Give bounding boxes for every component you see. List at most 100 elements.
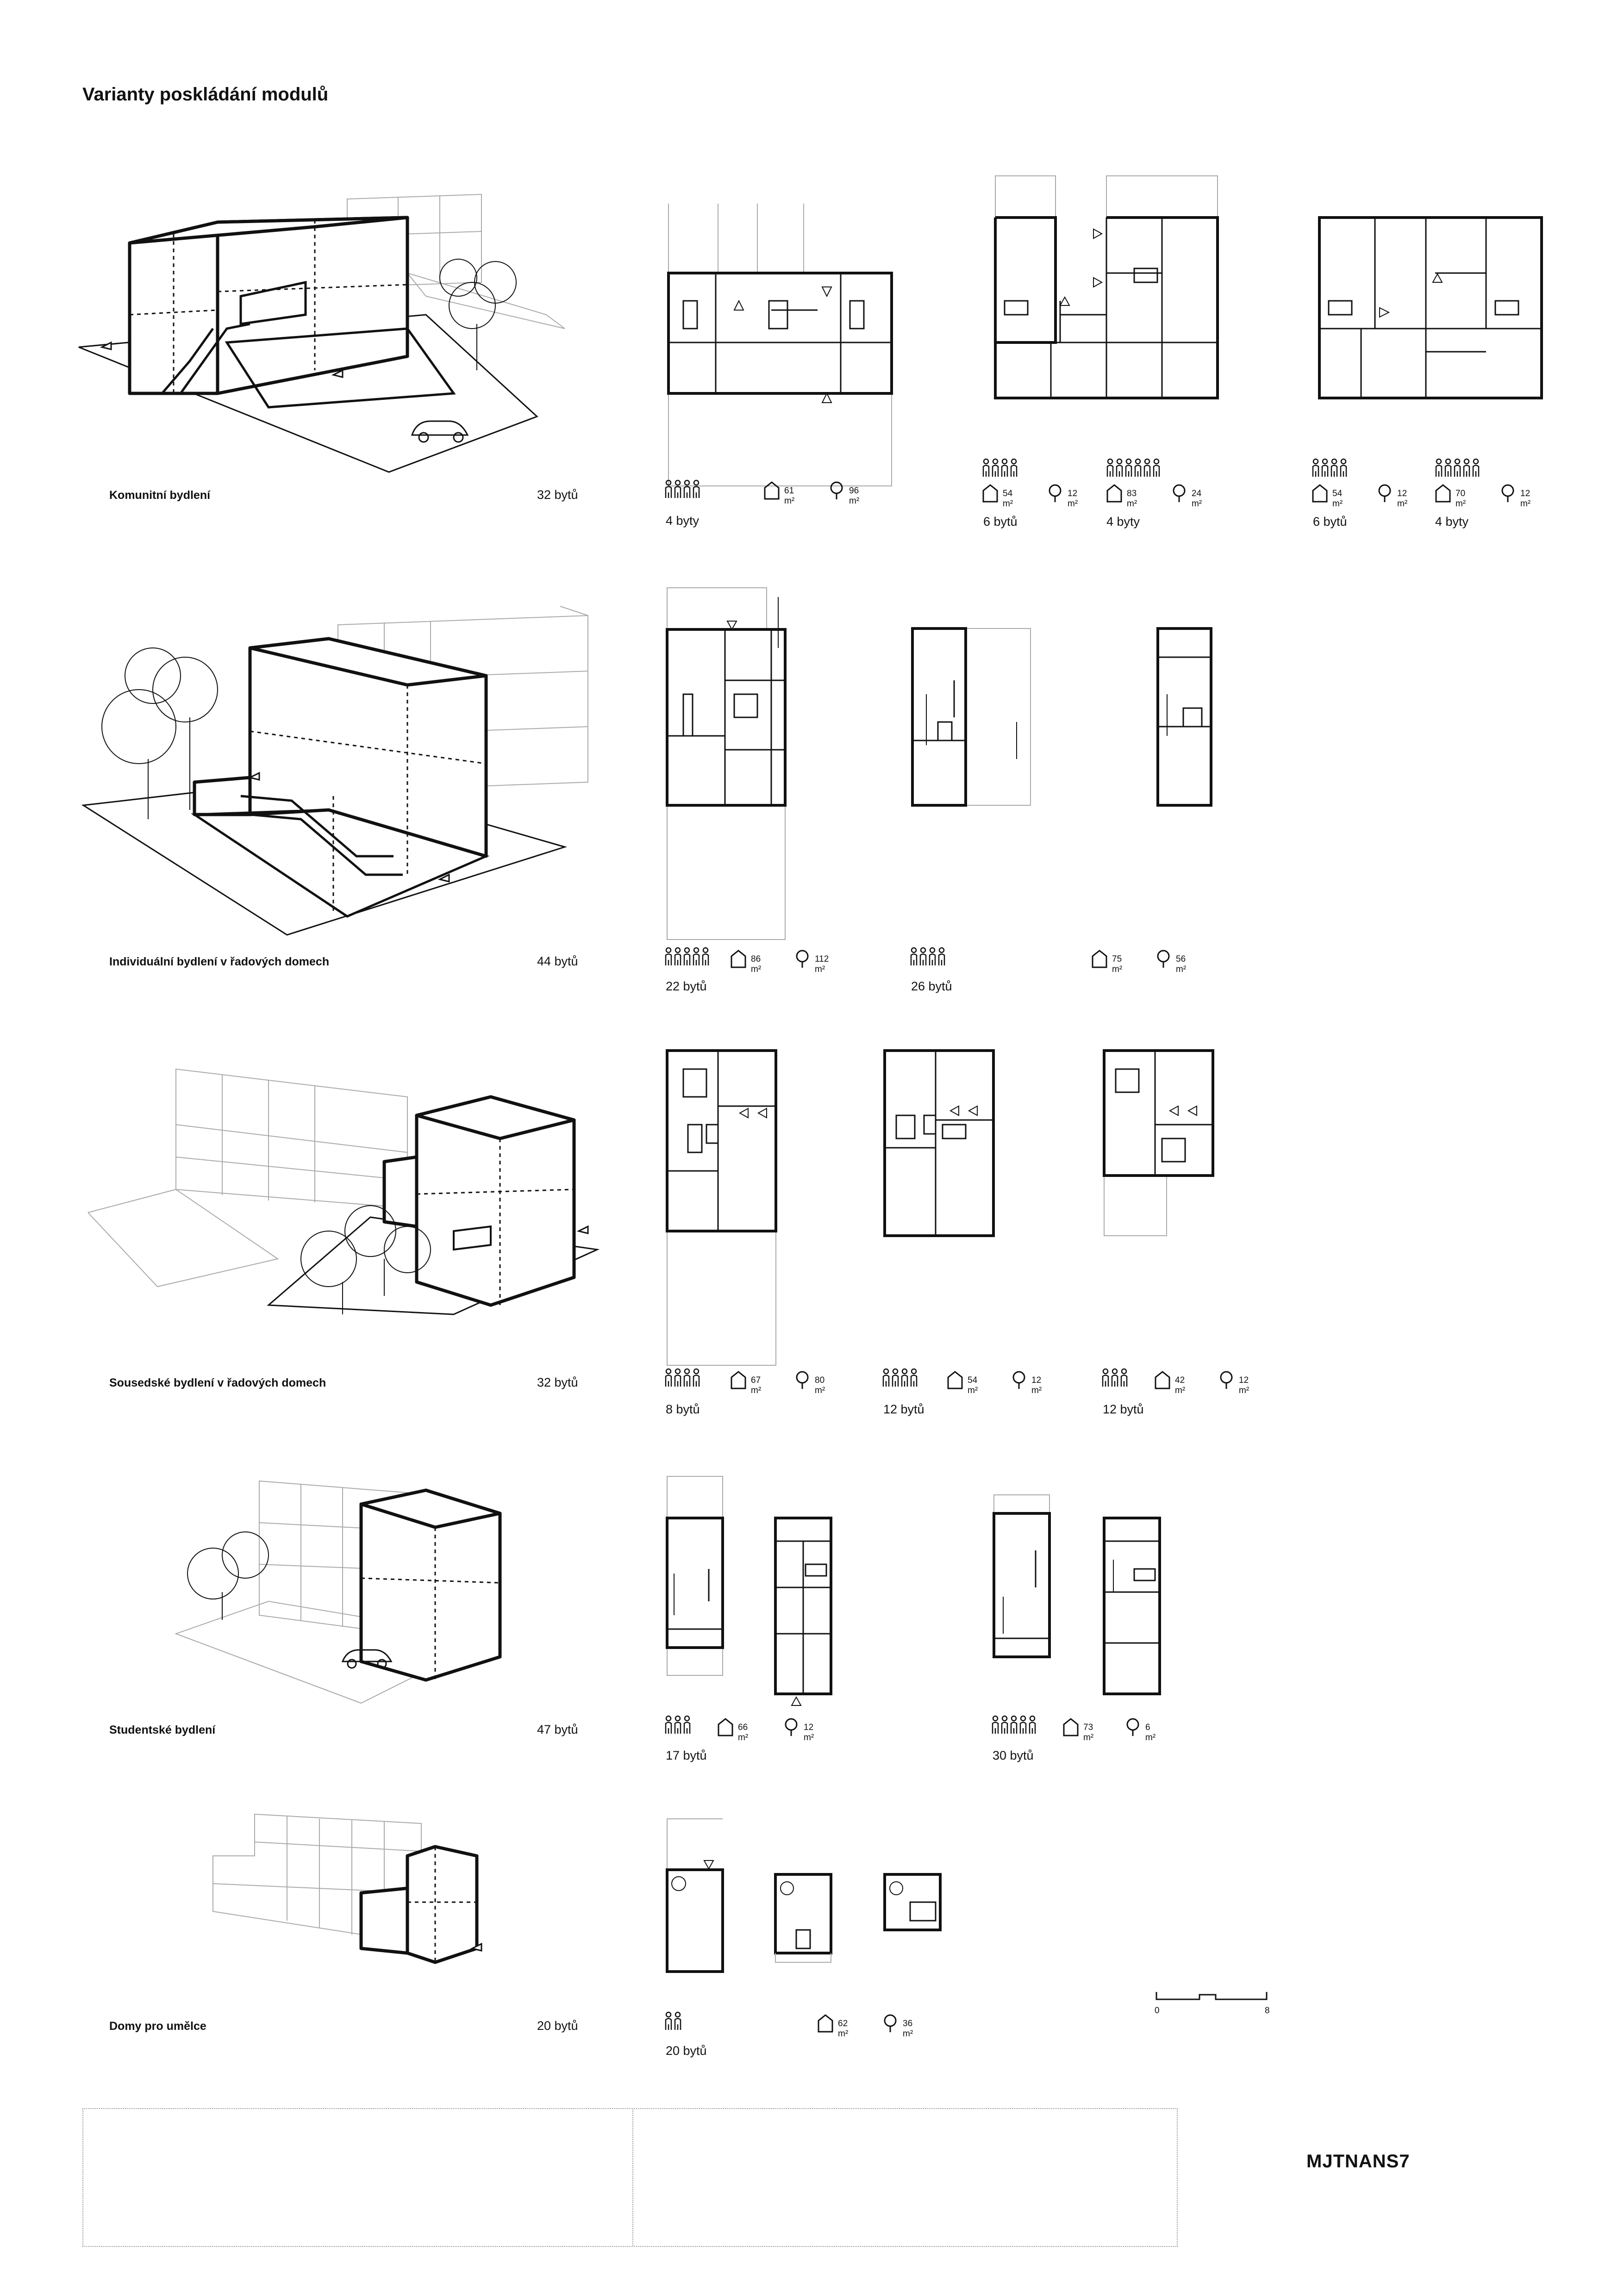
person-icon <box>919 947 927 965</box>
tree-icon <box>1220 1371 1233 1389</box>
house-area: 54 m² <box>1003 489 1013 509</box>
tree-icon <box>1173 484 1186 502</box>
people-icon <box>665 1715 691 1734</box>
row-name: Komunitní bydlení <box>109 489 211 502</box>
person-icon <box>674 1368 681 1387</box>
row-count: 32 bytů <box>537 488 578 502</box>
unit-count: 8 bytů <box>666 1402 700 1416</box>
house-area: 83 m² <box>1127 489 1137 509</box>
tree-icon <box>796 1371 809 1389</box>
page-title: Varianty poskládání modulů <box>82 84 329 105</box>
people-icon <box>910 947 945 965</box>
person-icon <box>1472 458 1480 477</box>
people-icon <box>992 1715 1036 1734</box>
house-area: 86 m² <box>751 954 762 974</box>
axonometric-community-housing <box>78 193 565 473</box>
person-icon <box>1435 458 1443 477</box>
house-icon <box>1092 950 1107 968</box>
person-icon <box>992 458 999 477</box>
person-icon <box>1330 458 1338 477</box>
tree-icon <box>785 1718 798 1736</box>
house-icon <box>982 484 998 503</box>
tree-icon <box>439 259 517 370</box>
person-icon <box>901 1368 908 1387</box>
house-area: 66 m² <box>738 1723 749 1742</box>
house-icon <box>1312 484 1328 503</box>
floor-plan <box>883 1873 942 1931</box>
tree-icon <box>1012 1371 1025 1389</box>
footer-panel <box>632 2108 1178 2247</box>
person-icon <box>1029 1715 1036 1734</box>
person-icon <box>693 947 700 965</box>
people-icon <box>1102 1368 1128 1387</box>
house-area: 54 m² <box>968 1375 978 1395</box>
unit-count: 6 bytů <box>983 515 1018 529</box>
person-icon <box>683 479 691 498</box>
person-icon <box>1111 1368 1118 1387</box>
house-icon <box>731 950 746 968</box>
floor-plan <box>1103 1049 1214 1236</box>
floor-plan <box>883 1049 995 1237</box>
house-icon <box>764 481 780 500</box>
axonometric-row-houses <box>81 606 588 936</box>
axonometric-student-housing <box>175 1480 502 1704</box>
house-icon <box>731 1371 746 1389</box>
person-icon <box>1321 458 1329 477</box>
floor-plan <box>1156 627 1212 807</box>
house-icon <box>1435 484 1451 503</box>
person-icon <box>1001 1715 1008 1734</box>
people-icon <box>665 2011 681 2030</box>
people-icon <box>665 479 700 498</box>
person-icon <box>1102 1368 1109 1387</box>
house-area: 61 m² <box>784 486 795 506</box>
floor-plan <box>667 204 893 486</box>
people-icon <box>665 947 709 965</box>
person-icon <box>1463 458 1470 477</box>
row-count: 44 bytů <box>537 954 578 968</box>
tree-icon <box>187 1531 269 1620</box>
person-icon <box>1116 458 1123 477</box>
row-count: 47 bytů <box>537 1723 578 1736</box>
garden-area: 12 m² <box>1239 1375 1249 1395</box>
unit-count: 4 byty <box>1435 515 1469 529</box>
scale-end: 8 <box>1265 2006 1270 2016</box>
house-icon <box>1106 484 1122 503</box>
row-count: 32 bytů <box>537 1375 578 1389</box>
house-icon <box>1155 1371 1170 1389</box>
floor-plan <box>1318 216 1543 399</box>
row-name: Studentské bydlení <box>109 1724 216 1736</box>
house-area: 67 m² <box>751 1375 762 1395</box>
floor-plan <box>774 1873 832 1963</box>
unit-count: 22 bytů <box>666 979 707 993</box>
tree-icon <box>1157 950 1170 968</box>
tree-icon <box>1126 1718 1139 1736</box>
floor-plan <box>666 1049 777 1366</box>
floor-plan <box>994 175 1219 399</box>
person-icon <box>1454 458 1461 477</box>
unit-count: 26 bytů <box>911 979 952 993</box>
garden-area: 12 m² <box>1068 489 1078 509</box>
person-icon <box>1106 458 1114 477</box>
house-area: 75 m² <box>1112 954 1123 974</box>
house-icon <box>718 1718 733 1736</box>
tree-icon <box>796 950 809 968</box>
floor-plan <box>993 1494 1051 1658</box>
floor-plan <box>666 587 787 940</box>
person-icon <box>1143 458 1151 477</box>
person-icon <box>683 1715 691 1734</box>
garden-area: 12 m² <box>1031 1375 1042 1395</box>
people-icon <box>1312 458 1347 477</box>
person-icon <box>674 947 681 965</box>
person-icon <box>1120 1368 1128 1387</box>
people-icon <box>882 1368 918 1387</box>
scale-start: 0 <box>1155 2006 1160 2016</box>
person-icon <box>665 1368 672 1387</box>
person-icon <box>674 2011 681 2030</box>
footer-panel <box>82 2108 633 2247</box>
person-icon <box>674 1715 681 1734</box>
person-icon <box>1010 458 1018 477</box>
person-icon <box>892 1368 899 1387</box>
tree-icon <box>884 2014 897 2032</box>
floor-plan <box>911 627 1031 807</box>
unit-count: 4 byty <box>666 514 700 528</box>
